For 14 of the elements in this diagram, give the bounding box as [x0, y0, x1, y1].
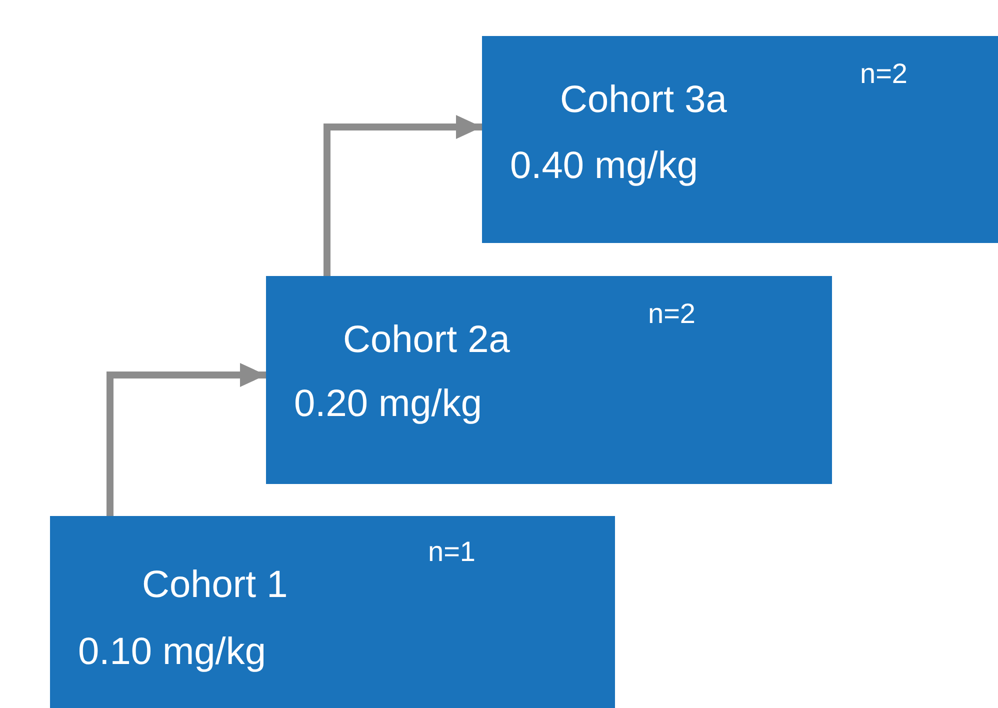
elbow-arrow — [106, 363, 266, 516]
cohort-name: Cohort 2a — [343, 318, 510, 363]
elbow-arrow — [324, 115, 482, 276]
dose-label: 0.10 mg/kg — [78, 630, 266, 675]
cohort-box — [266, 276, 832, 484]
sample-size: n=2 — [648, 297, 696, 331]
sample-size: n=1 — [428, 535, 476, 569]
cohort-box — [50, 516, 615, 708]
dose-label: 0.20 mg/kg — [294, 382, 482, 427]
dose-label: 0.40 mg/kg — [510, 144, 698, 189]
cohort-box — [482, 36, 998, 243]
cohort-name: Cohort 3a — [560, 78, 727, 123]
cohort-name: Cohort 1 — [142, 563, 288, 608]
sample-size: n=2 — [860, 57, 908, 91]
